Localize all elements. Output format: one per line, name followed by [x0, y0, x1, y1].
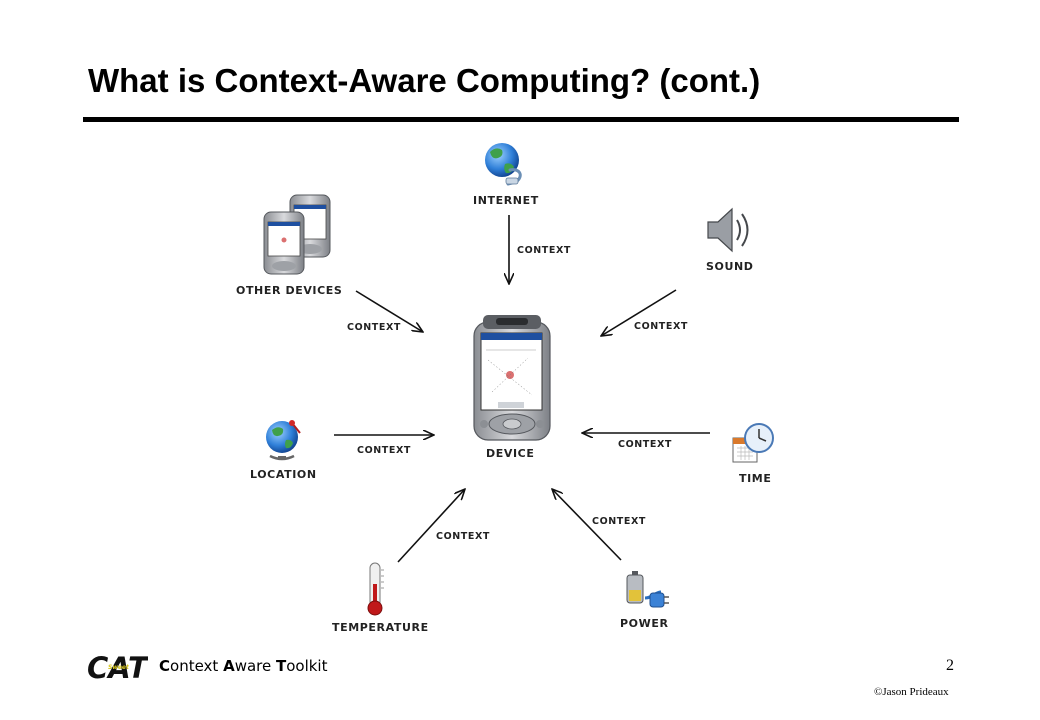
node-label-location: LOCATION — [250, 468, 317, 481]
toolkit-initial-c: C — [159, 657, 171, 675]
node-device: DEVICE — [473, 315, 551, 460]
node-label-device: DEVICE — [486, 447, 534, 460]
pda-icon — [473, 315, 551, 441]
copyright-notice: ©Jason Prideaux — [874, 686, 949, 698]
edge-time: CONTEXT — [582, 433, 710, 450]
node-label-sound: SOUND — [706, 260, 754, 273]
globe-icon — [485, 143, 522, 186]
slide-title: What is Context-Aware Computing? (cont.) — [88, 62, 761, 99]
calendar-clock-icon — [732, 423, 774, 463]
logo-small-text: Sweet — [108, 664, 130, 671]
node-temperature: TEMPERATURE — [332, 562, 429, 634]
toolkit-name: Context Aware Toolkit — [159, 657, 327, 675]
edge-label-other-devices: CONTEXT — [347, 322, 401, 333]
edge-label-temperature: CONTEXT — [436, 531, 490, 542]
node-location: LOCATION — [250, 420, 317, 481]
logo-text: CAT — [87, 651, 148, 685]
edge-location: CONTEXT — [334, 435, 434, 456]
node-other-devices: OTHER DEVICES — [236, 194, 342, 297]
page-number: 2 — [946, 657, 954, 674]
toolkit-part-c: ontext — [170, 657, 224, 675]
battery-plug-icon — [626, 571, 669, 608]
edge-label-power: CONTEXT — [592, 516, 646, 527]
node-sound: SOUND — [706, 207, 754, 273]
node-power: POWER — [620, 571, 669, 630]
thermometer-icon — [367, 562, 384, 616]
edge-other-devices: CONTEXT — [347, 290, 423, 333]
edge-label-sound: CONTEXT — [634, 321, 688, 332]
edge-label-internet: CONTEXT — [517, 245, 571, 256]
toolkit-initial-t: T — [275, 657, 287, 675]
pda-pair-icon — [263, 194, 331, 275]
edge-internet: CONTEXT — [509, 215, 571, 284]
toolkit-part-a: ware — [234, 657, 276, 675]
node-label-internet: INTERNET — [473, 194, 539, 207]
edge-label-location: CONTEXT — [357, 445, 411, 456]
title-divider — [83, 117, 959, 122]
arrow-temperature-to-device — [397, 489, 465, 563]
toolkit-initial-a: A — [223, 657, 235, 675]
node-label-time: TIME — [739, 472, 771, 485]
arrow-sound-to-device — [601, 289, 677, 336]
cat-logo: CAT Sweet — [87, 651, 148, 685]
node-label-power: POWER — [620, 617, 669, 630]
node-label-temperature: TEMPERATURE — [332, 621, 429, 634]
node-time: TIME — [732, 423, 774, 485]
edge-label-time: CONTEXT — [618, 439, 672, 450]
edge-power: CONTEXT — [552, 489, 646, 561]
edge-sound: CONTEXT — [601, 289, 688, 336]
node-internet: INTERNET — [473, 143, 539, 207]
toolkit-part-t: oolkit — [286, 657, 328, 675]
arrow-other-devices-to-device — [355, 290, 423, 332]
arrow-power-to-device — [552, 489, 622, 561]
node-label-other-devices: OTHER DEVICES — [236, 284, 342, 297]
edge-temperature: CONTEXT — [397, 489, 490, 563]
speaker-icon — [707, 207, 749, 253]
globe-pin-icon — [266, 420, 301, 461]
